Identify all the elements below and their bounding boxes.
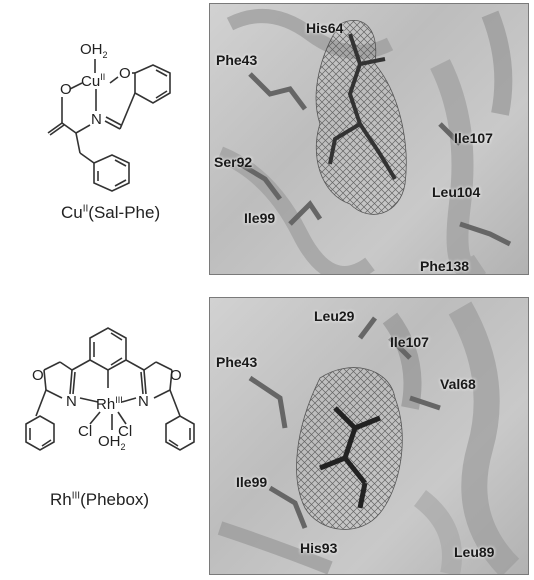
panel-top-art <box>216 9 513 274</box>
rh-phebox-structure <box>25 327 195 451</box>
residue-label: Ile99 <box>244 210 276 226</box>
residue-label: Phe138 <box>420 258 470 274</box>
o2-label: O <box>170 367 182 384</box>
residue-label: Leu104 <box>432 184 481 200</box>
residue-label: Phe43 <box>216 354 258 370</box>
residue-label: Ile107 <box>390 334 429 350</box>
o-right-label: O <box>119 65 131 82</box>
residue-label: Phe43 <box>216 52 258 68</box>
o-left-label: O <box>60 81 72 98</box>
n1-label: N <box>66 393 77 410</box>
oh2-rh-label: OH2 <box>98 433 126 452</box>
cl2-label: Cl <box>118 423 133 440</box>
n-label: N <box>91 111 102 128</box>
cl1-label: Cl <box>78 423 93 440</box>
residue-label: Leu89 <box>454 544 495 560</box>
o1-label: O <box>32 367 44 384</box>
residue-label: His93 <box>300 540 338 556</box>
crystal-panel-top: His64 Phe43 Ile107 Ser92 Leu104 Ile99 Ph… <box>209 3 529 275</box>
residue-label: Val68 <box>440 376 476 392</box>
rh-phebox-caption: RhIII(Phebox) <box>50 490 150 509</box>
cu-label: CuII <box>81 72 106 90</box>
panel-bottom-art <box>217 301 520 574</box>
residue-label: Ile107 <box>454 130 493 146</box>
residue-label: Ile99 <box>236 474 268 490</box>
residue-label: Ser92 <box>214 154 253 170</box>
residue-label: His64 <box>306 20 344 36</box>
rh-label: RhIII <box>96 395 123 413</box>
cu-sal-phe-caption: CuII(Sal-Phe) <box>61 203 161 222</box>
oh2-label: OH2 <box>80 41 108 60</box>
crystal-panel-bottom: Leu29 Ile107 Phe43 Val68 Ile99 His93 Leu… <box>209 297 529 575</box>
cu-sal-phe-structure <box>47 59 171 192</box>
n2-label: N <box>138 393 149 410</box>
residue-label: Leu29 <box>314 308 355 324</box>
